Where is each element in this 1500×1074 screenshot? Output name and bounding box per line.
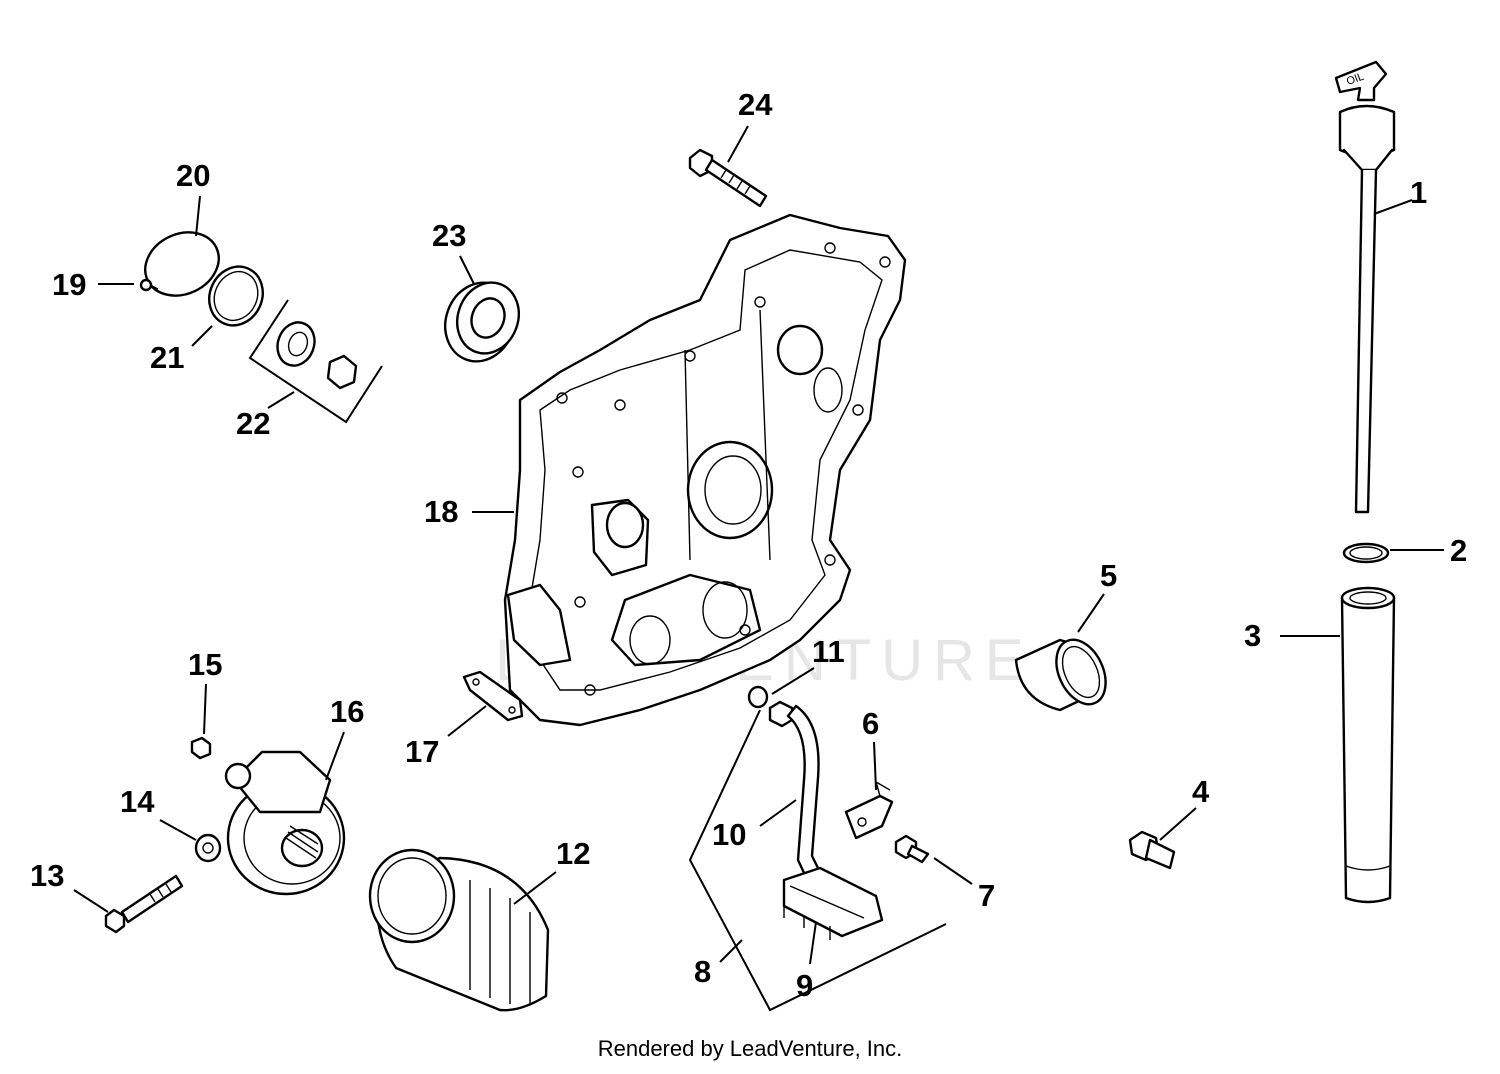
part-14-washer[interactable]	[194, 833, 222, 863]
callout-8[interactable]: 8	[694, 954, 711, 989]
part-16-filter-adapter[interactable]	[224, 750, 346, 896]
part-21-o-ring[interactable]	[200, 258, 272, 334]
leader-7	[933, 857, 973, 885]
callout-12[interactable]: 12	[556, 836, 590, 871]
part-3-dipstick-tube[interactable]	[1340, 586, 1396, 904]
callout-1[interactable]: 1	[1410, 175, 1427, 210]
part-15-nut[interactable]	[190, 736, 212, 760]
callout-5[interactable]: 5	[1100, 558, 1117, 593]
leader-6	[873, 741, 877, 791]
part-10-pickup-tube[interactable]	[768, 700, 826, 892]
callout-19[interactable]: 19	[52, 267, 86, 302]
callout-18[interactable]: 18	[424, 494, 458, 529]
part-18-closure-plate[interactable]	[503, 213, 907, 727]
callout-24[interactable]: 24	[738, 87, 773, 122]
callout-23[interactable]: 23	[432, 218, 466, 253]
leader-10	[759, 799, 797, 827]
part-5-bearing[interactable]	[1014, 632, 1115, 712]
leader-1	[1373, 199, 1413, 215]
leader-9	[809, 921, 817, 965]
part-22-kit[interactable]	[248, 299, 383, 424]
part-9-screen[interactable]	[782, 866, 884, 940]
part-13-screw[interactable]	[104, 874, 184, 934]
callout-7[interactable]: 7	[978, 878, 995, 913]
leader-5	[1077, 593, 1105, 633]
callout-4[interactable]: 4	[1192, 774, 1210, 809]
callout-2[interactable]: 2	[1450, 533, 1467, 568]
part-24-bolt[interactable]	[688, 148, 768, 208]
part-23-oil-seal[interactable]	[434, 273, 528, 371]
callout-6[interactable]: 6	[862, 706, 879, 741]
leader-4	[1159, 807, 1197, 841]
leader-8	[719, 939, 743, 963]
part-11-o-ring[interactable]	[747, 685, 769, 709]
callout-10[interactable]: 10	[712, 817, 746, 852]
leader-11	[771, 667, 815, 695]
leader-14	[159, 819, 197, 841]
credit-text: Rendered by LeadVenture, Inc.	[597, 1036, 903, 1061]
part-4-drain-plug[interactable]	[1128, 830, 1176, 870]
bracket-8	[688, 709, 947, 1012]
callout-15[interactable]: 15	[188, 647, 222, 682]
callout-16[interactable]: 16	[330, 694, 364, 729]
part-2-o-ring[interactable]	[1342, 542, 1390, 564]
callout-17[interactable]: 17	[405, 734, 439, 769]
part-17-gasket[interactable]	[462, 670, 524, 722]
callout-9[interactable]: 9	[796, 968, 813, 1003]
leader-20	[195, 195, 201, 237]
callout-22[interactable]: 22	[236, 406, 270, 441]
callout-20[interactable]: 20	[176, 158, 210, 193]
callout-13[interactable]: 13	[30, 858, 64, 893]
part-7-screw[interactable]	[894, 834, 930, 864]
leader-17	[447, 705, 487, 737]
leader-22	[267, 391, 295, 409]
callout-11[interactable]: 11	[812, 634, 845, 669]
leader-23	[459, 255, 475, 285]
callout-3[interactable]: 3	[1244, 618, 1261, 653]
part-19-screw[interactable]	[139, 278, 159, 292]
dipstick-marking: OIL	[1345, 71, 1366, 88]
callout-14[interactable]: 14	[120, 784, 155, 819]
part-1-dipstick[interactable]: OIL	[1334, 60, 1396, 514]
leader-24	[727, 125, 749, 163]
part-12-oil-filter[interactable]	[368, 848, 550, 1012]
leader-13	[73, 889, 109, 913]
leader-16	[325, 731, 345, 781]
leader-12	[513, 871, 557, 905]
leader-15	[203, 683, 207, 735]
callout-21[interactable]: 21	[150, 340, 184, 375]
part-6-clip[interactable]	[844, 780, 894, 840]
leader-21	[191, 325, 213, 347]
